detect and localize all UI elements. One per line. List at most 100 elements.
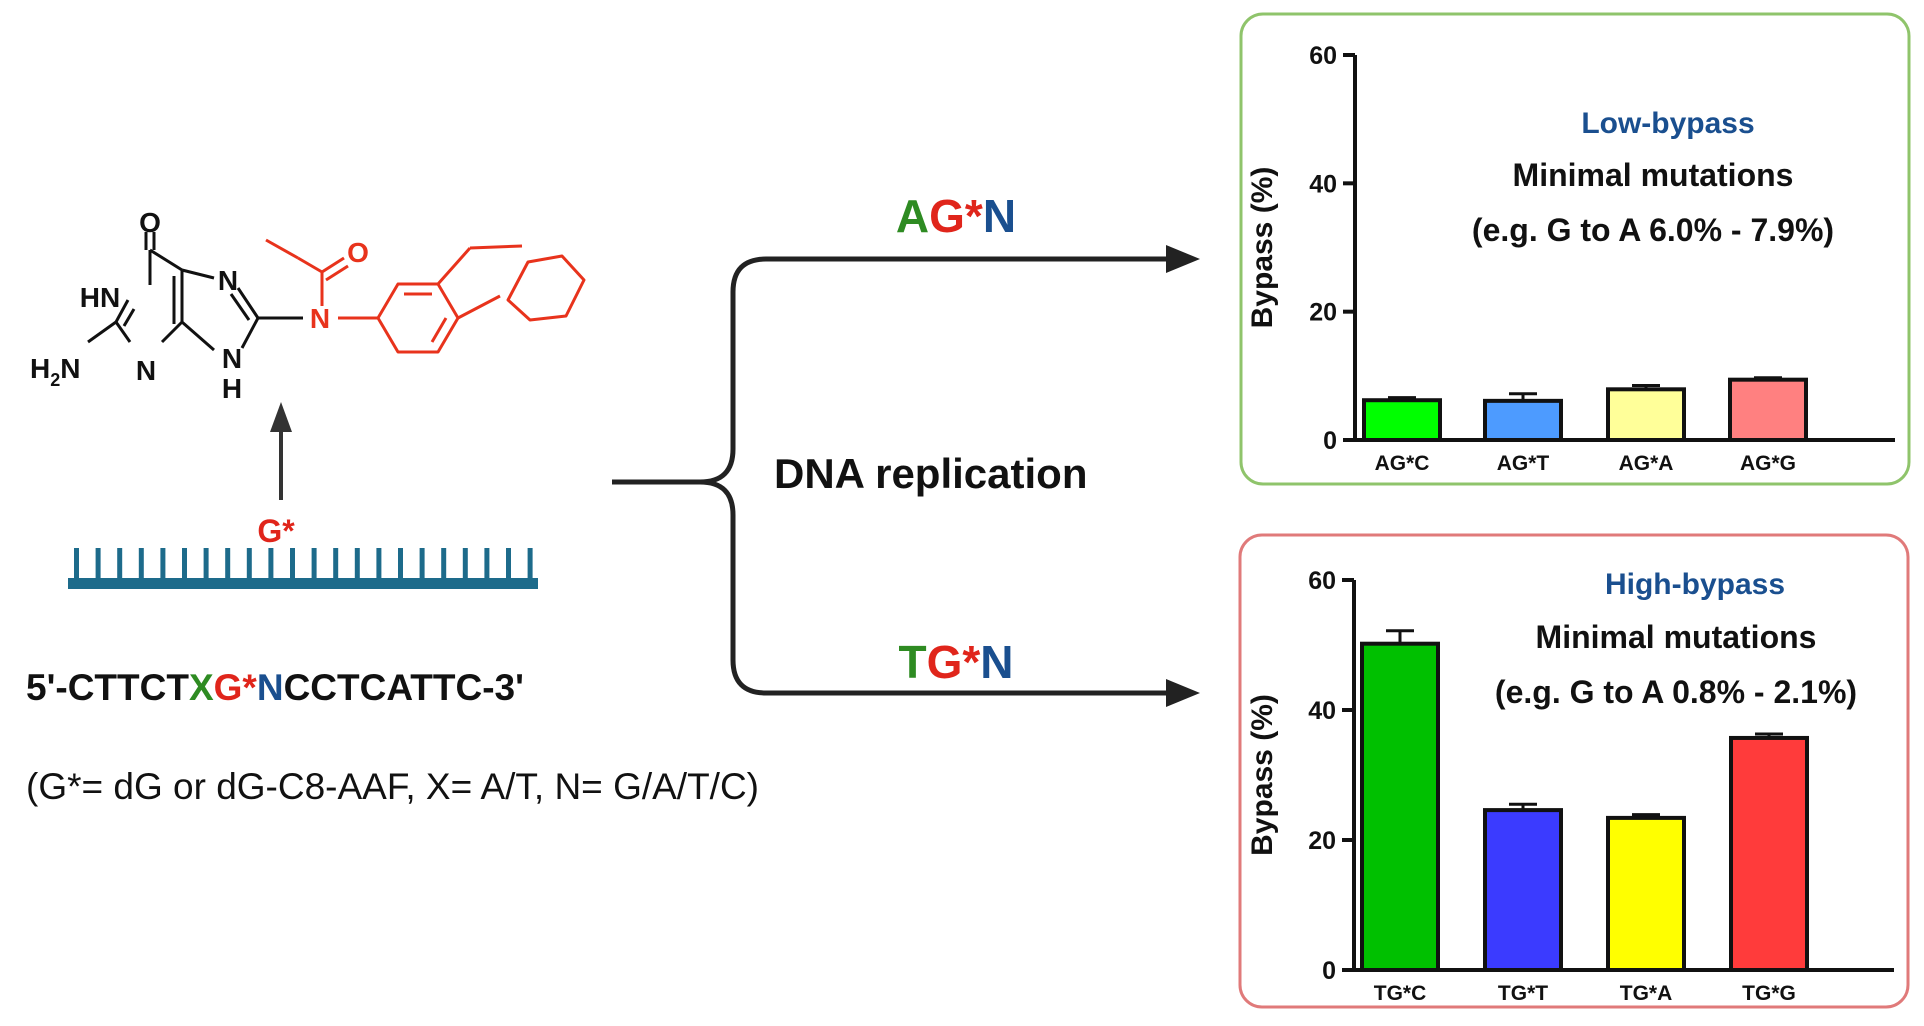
bar: [1606, 815, 1686, 973]
bond: [321, 256, 345, 274]
upper-branch-line: [612, 256, 1168, 485]
dna-base-tick: [203, 548, 209, 579]
bond: [229, 293, 251, 321]
dna-base-tick: [160, 548, 166, 579]
dna-base-tick: [138, 548, 144, 579]
bond: [325, 264, 349, 282]
dna-base-tick: [290, 548, 295, 579]
dna-backbone: [68, 578, 538, 589]
structure-arrow: [270, 402, 292, 500]
ring: [500, 238, 594, 324]
dna-base-tick: [462, 548, 468, 579]
dna-base-tick: [376, 548, 382, 579]
bond: [181, 320, 215, 352]
dna-replication-label: DNA replication: [774, 450, 1087, 497]
x-tick-label: AG*G: [1740, 452, 1796, 475]
dna-bases: [74, 548, 533, 579]
dna-base-tick: [398, 548, 403, 579]
bond: [114, 321, 132, 343]
aaf-adduct-structure: [265, 214, 594, 354]
low-bypass-panel: [1239, 12, 1911, 486]
bar: [1728, 377, 1808, 442]
x-tick-label: AG*T: [1497, 452, 1550, 475]
x-tick-label: TG*G: [1742, 982, 1796, 1005]
dna-base-tick: [225, 548, 231, 579]
dna-base-tick: [527, 548, 533, 579]
bond: [122, 308, 136, 327]
x-tick-label: AG*A: [1619, 452, 1674, 475]
y-tick-label: 60: [1309, 42, 1337, 70]
dna-strand: G*: [68, 513, 538, 589]
bond: [186, 280, 212, 287]
bond: [149, 248, 183, 272]
dna-base-tick: [484, 548, 490, 579]
atom-label: N: [136, 355, 156, 386]
y-tick-label: 0: [1322, 957, 1336, 985]
dna-base-tick: [419, 548, 425, 579]
y-axis-label: Bypass (%): [1246, 694, 1279, 856]
atom-label: HN: [80, 282, 120, 313]
y-tick-label: 60: [1308, 567, 1336, 595]
x-tick-label: AG*C: [1375, 452, 1430, 475]
bond: [457, 294, 501, 320]
bond: [236, 287, 260, 319]
dna-base-tick: [506, 548, 511, 579]
dna-base-tick: [441, 548, 447, 579]
upper-sequence-context: AG*N: [896, 190, 1016, 242]
template-sequence: 5'-CTTCTXG*NCCTCATTC-3': [26, 667, 524, 708]
atom-label: H: [222, 373, 242, 404]
y-tick-label: 20: [1308, 827, 1336, 855]
bar: [1360, 641, 1440, 972]
bar: [1606, 387, 1686, 442]
bar: [1483, 398, 1563, 443]
bond: [469, 244, 523, 250]
panel-note: (e.g. G to A 6.0% - 7.9%): [1472, 212, 1834, 248]
lesion-label: G*: [257, 513, 295, 549]
atom-labels: O HN N N N H H2N N O: [30, 207, 369, 404]
x-tick-label: TG*C: [1374, 982, 1427, 1005]
bond: [265, 238, 299, 260]
bond: [114, 299, 130, 323]
x-tick-label: TG*T: [1498, 982, 1548, 1005]
upper-arrowhead: [1166, 245, 1200, 273]
bond: [181, 268, 215, 280]
dna-base-tick: [354, 548, 360, 579]
x-tick-label: TG*A: [1620, 982, 1673, 1005]
lower-sequence-context: TG*N: [898, 636, 1013, 688]
bond: [390, 318, 404, 342]
panel-subtitle: Minimal mutations: [1513, 157, 1794, 193]
lower-arrowhead: [1166, 679, 1200, 707]
dg-c8-aaf-structure: [87, 232, 303, 352]
bond: [508, 246, 522, 300]
atom-label: N: [310, 303, 330, 334]
lower-branch-line: [699, 479, 1168, 696]
y-tick-label: 40: [1308, 697, 1336, 725]
bond: [500, 246, 522, 296]
y-tick-label: 40: [1309, 170, 1337, 198]
dna-base-tick: [333, 548, 339, 579]
atom-label: O: [347, 237, 369, 268]
atom-label: N: [218, 265, 238, 296]
bond: [160, 320, 184, 344]
bar: [1362, 398, 1442, 443]
bar: [1729, 735, 1809, 973]
bond: [132, 250, 150, 286]
ring: [506, 254, 586, 322]
dna-base-tick: [268, 548, 274, 579]
atom-label: O: [139, 207, 161, 238]
dna-base-tick: [95, 548, 101, 579]
bar: [1483, 808, 1563, 972]
panel-note: (e.g. G to A 0.8% - 2.1%): [1495, 674, 1857, 710]
dna-base-tick: [246, 548, 252, 579]
y-tick-label: 20: [1309, 299, 1337, 327]
dna-base-tick: [311, 548, 317, 579]
branch-arrows: [612, 256, 1168, 696]
atom-label: N: [222, 343, 242, 374]
sequence-legend: (G*= dG or dG-C8-AAF, X= A/T, N= G/A/T/C…: [26, 766, 759, 807]
ring: [520, 214, 586, 262]
atom-label: H2N: [30, 353, 80, 390]
bond: [430, 317, 448, 343]
